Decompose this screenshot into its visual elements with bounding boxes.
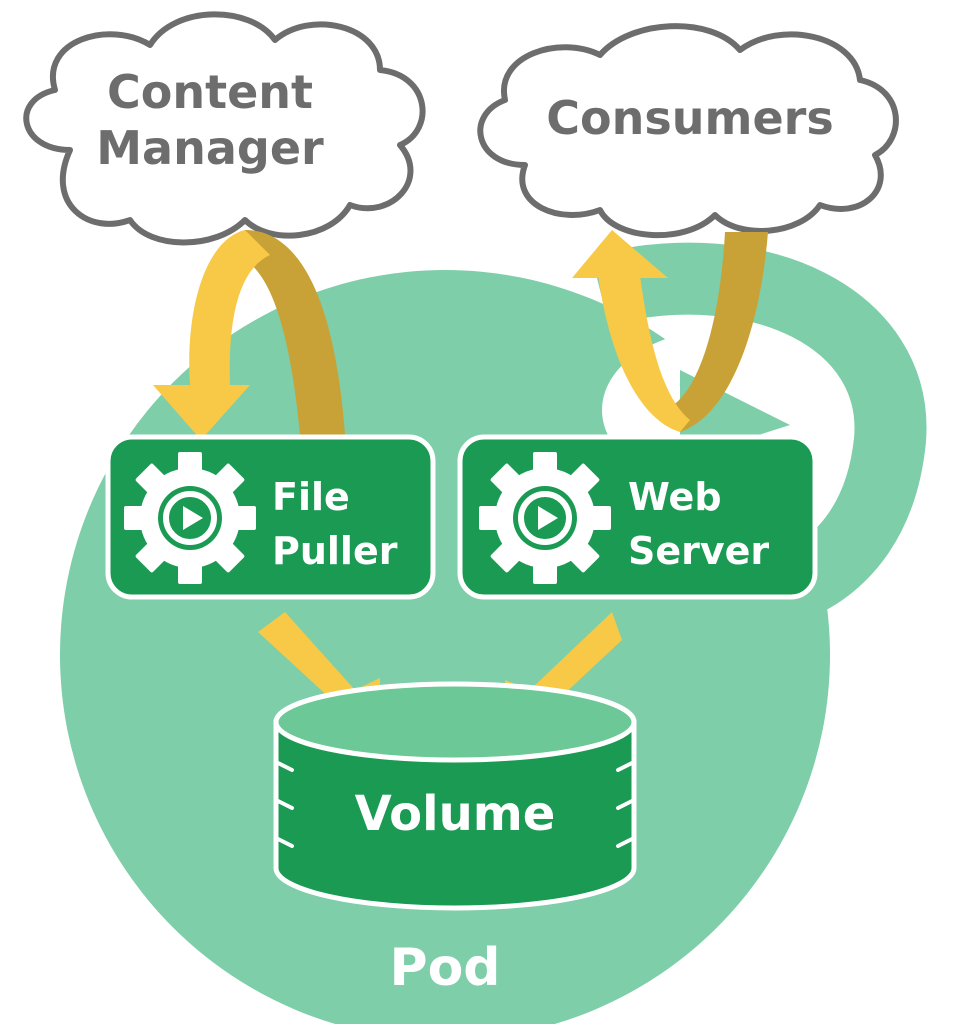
web-server-label-line2: Server (628, 529, 769, 573)
content-manager-label-line2: Manager (96, 121, 324, 175)
web-server-label-line1: Web (628, 475, 722, 519)
content-to-puller-arrow (153, 230, 345, 440)
volume-label: Volume (355, 786, 556, 842)
file-puller-label-line1: File (272, 475, 350, 519)
file-puller-label-line2: Puller (272, 529, 398, 573)
gear-play-icon (479, 452, 611, 584)
content-manager-label-line1: Content (107, 65, 313, 119)
web-server-container: Web Server (457, 434, 818, 600)
volume-cylinder: Volume (273, 681, 637, 911)
content-manager-cloud: Content Manager (23, 11, 426, 246)
pod-label: Pod (389, 938, 500, 998)
gear-play-icon (124, 452, 256, 584)
server-to-consumers-arrow (572, 230, 768, 432)
consumers-cloud: Consumers (477, 23, 899, 239)
consumers-label: Consumers (546, 91, 833, 145)
file-puller-container: File Puller (105, 434, 436, 600)
